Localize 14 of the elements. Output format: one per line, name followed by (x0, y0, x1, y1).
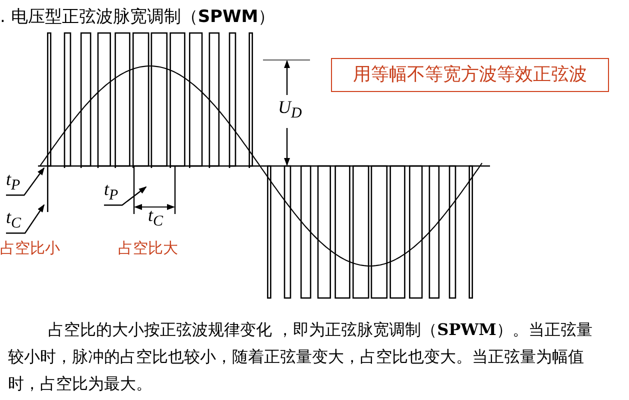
time-symbol: t$_{P}$ (104, 180, 118, 204)
time-symbol: t$_{C}$ (6, 208, 22, 232)
heading: . 电压型正弦波脉宽调制（SPWM） (0, 8, 276, 27)
time-symbol: t$_{C}$ (148, 206, 164, 230)
leader-line (6, 167, 45, 196)
note-text: 用等幅不等宽方波等效正弦波 (353, 65, 587, 85)
voltage-symbol: U$_{D}$ (278, 98, 302, 122)
leader-line (104, 186, 147, 206)
note-box (331, 58, 609, 92)
annotation-text: 占空比小 (0, 240, 60, 256)
leader-line (6, 204, 45, 234)
annotation-text: 占空比大 (118, 240, 178, 256)
time-symbol: t$_{P}$ (6, 170, 20, 194)
body-paragraph: 占空比的大小按正弦波规律变化 ，即为正弦脉宽调制（SPWM）。当正弦量较小时，脉冲的占空比也较小，随着正弦量变大，占空比也变大。当正弦量为幅值时，占空比为最大。 (8, 319, 594, 395)
